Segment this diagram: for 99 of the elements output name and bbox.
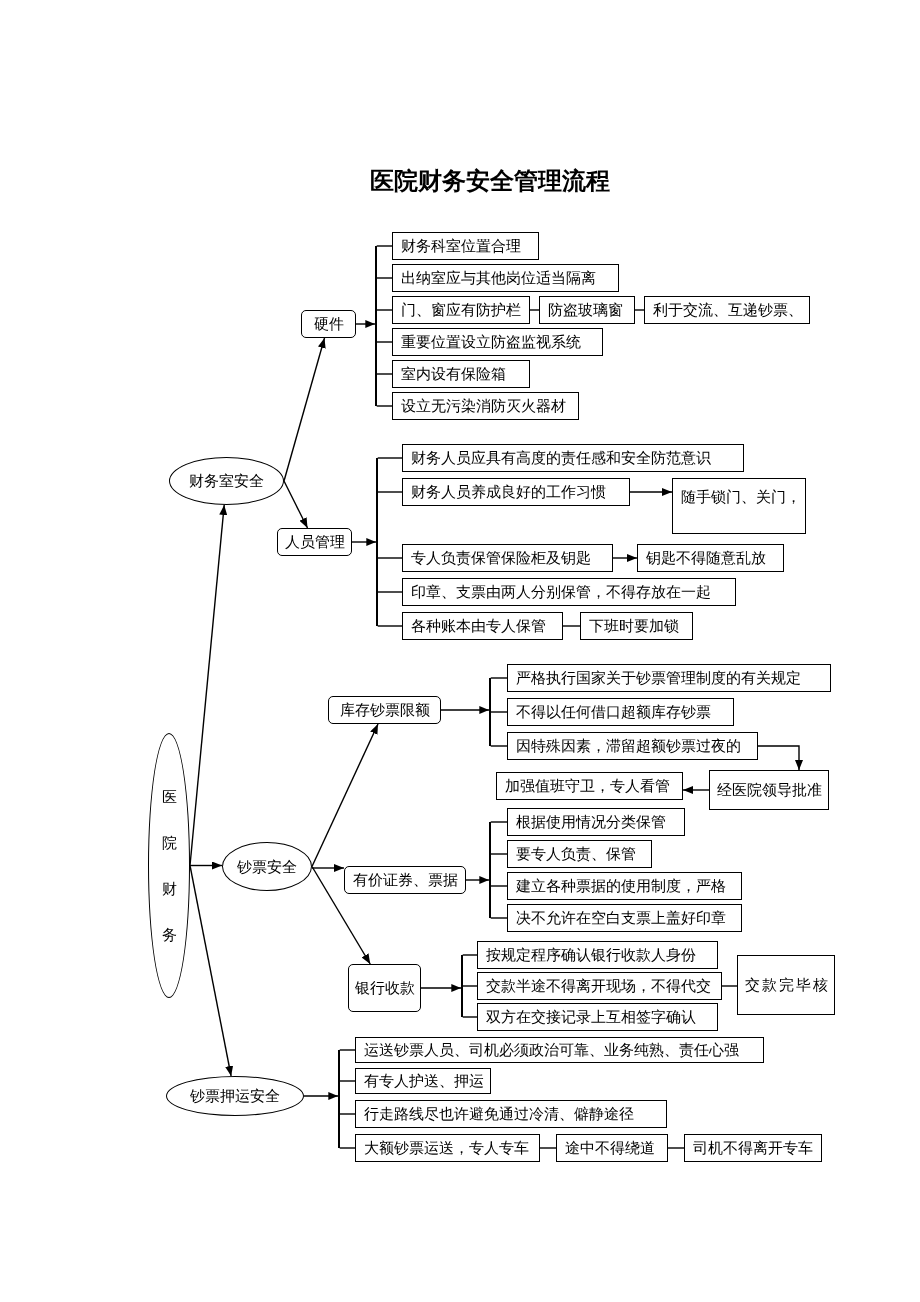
connector-line [377, 457, 403, 459]
item-box: 决不允许在空白支票上盖好印章 [507, 904, 742, 932]
connector-line [490, 677, 508, 679]
connector-line [721, 985, 738, 987]
arrow [682, 786, 710, 794]
item-box: 利于交流、互递钞票、 [644, 296, 810, 324]
connector-line [339, 1080, 356, 1082]
item-box: 室内设有保险箱 [392, 360, 530, 388]
item-box: 严格执行国家关于钞票管理制度的有关规定 [507, 664, 831, 692]
item-box: 大额钞票运送，专人专车 [355, 1134, 540, 1162]
bracket-line [338, 1050, 340, 1148]
connector-line [490, 853, 508, 855]
connector-line [376, 341, 393, 343]
arrow [440, 706, 490, 714]
topic-box: 有价证券、票据 [344, 866, 466, 894]
connector-line [339, 1049, 356, 1051]
bracket-line [489, 678, 491, 746]
item-box: 按规定程序确认银行收款人身份 [477, 941, 718, 969]
topic-ellipse: 钞票押运安全 [166, 1076, 304, 1116]
item-box: 加强值班守卫，专人看管 [496, 772, 683, 800]
arrow [351, 538, 377, 546]
arrow [629, 488, 673, 496]
connector-line [490, 885, 508, 887]
arrow [612, 554, 638, 562]
connector-line [490, 745, 508, 747]
item-box: 交款完毕核 [737, 955, 835, 1015]
connector-line [634, 309, 645, 311]
item-box: 行走路线尽也许避免通过冷清、僻静途径 [355, 1100, 667, 1128]
item-box: 随手锁门、关门， [672, 478, 806, 534]
connector-line [376, 277, 393, 279]
connector-line [490, 821, 508, 823]
bracket-line [375, 246, 377, 406]
item-box: 防盗玻璃窗 [539, 296, 635, 324]
item-box: 印章、支票由两人分别保管，不得存放在一起 [402, 578, 736, 606]
topic-ellipse: 医院财务 [148, 733, 190, 998]
connector-line [462, 954, 478, 956]
connector-line [376, 245, 393, 247]
arrow [189, 861, 223, 870]
item-box: 钥匙不得随意乱放 [637, 544, 784, 572]
connector-line [339, 1147, 356, 1149]
arrow [465, 876, 490, 884]
connector-line [377, 557, 403, 559]
connector-line [490, 917, 508, 919]
item-box: 有专人护送、押运 [355, 1068, 491, 1094]
arrow [757, 745, 803, 771]
item-box: 交款半途不得离开现场，不得代交 [477, 972, 722, 1000]
connector-line [490, 711, 508, 713]
item-box: 司机不得离开专车 [684, 1134, 822, 1162]
connector-line [562, 625, 581, 627]
item-box: 建立各种票据的使用制度，严格 [507, 872, 742, 900]
arrow [311, 864, 345, 872]
arrow [311, 865, 371, 965]
arrow [355, 320, 376, 328]
topic-box: 硬件 [301, 310, 356, 338]
connector-line [376, 405, 393, 407]
topic-ellipse: 财务室安全 [169, 457, 284, 505]
topic-box: 银行收款 [348, 964, 421, 1012]
connector-line [539, 1147, 557, 1149]
arrow [303, 1092, 339, 1100]
arrow [420, 984, 462, 992]
arrow [189, 864, 234, 1077]
bracket-line [376, 458, 378, 626]
topic-box: 库存钞票限额 [328, 696, 441, 724]
item-box: 财务人员养成良好的工作习惯 [402, 478, 630, 506]
item-box: 专人负责保管保险柜及钥匙 [402, 544, 613, 572]
item-box: 根据使用情况分类保管 [507, 808, 685, 836]
title: 医院财务安全管理流程 [369, 166, 611, 196]
connector-line [462, 1016, 478, 1018]
bracket-line [489, 822, 491, 918]
connector-line [529, 309, 540, 311]
arrow [283, 480, 309, 529]
item-box: 出纳室应与其他岗位适当隔离 [392, 264, 619, 292]
item-box: 因特殊因素，滞留超额钞票过夜的 [507, 732, 758, 760]
connector-line [376, 373, 393, 375]
item-box: 财务科室位置合理 [392, 232, 539, 260]
connector-line [376, 309, 393, 311]
item-box: 不得以任何借口超额库存钞票 [507, 698, 734, 726]
item-box: 各种账本由专人保管 [402, 612, 563, 640]
item-box: 下班时要加锁 [580, 612, 693, 640]
item-box: 重要位置设立防盗监视系统 [392, 328, 603, 356]
connector-line [377, 591, 403, 593]
item-box: 双方在交接记录上互相签字确认 [477, 1003, 718, 1031]
item-box: 门、窗应有防护栏 [392, 296, 530, 324]
connector-line [462, 985, 478, 987]
connector-line [339, 1113, 356, 1115]
connector-line [377, 625, 403, 627]
item-box: 途中不得绕道 [556, 1134, 668, 1162]
topic-ellipse: 钞票安全 [222, 842, 312, 891]
item-box: 要专人负责、保管 [507, 840, 652, 868]
connector-line [667, 1147, 685, 1149]
topic-box: 人员管理 [277, 528, 352, 556]
item-box: 设立无污染消防灭火器材 [392, 392, 579, 420]
connector-line [377, 491, 403, 493]
arrow [311, 723, 379, 868]
bracket-line [461, 955, 463, 1017]
item-box: 运送钞票人员、司机必须政治可靠、业务纯熟、责任心强 [355, 1037, 764, 1063]
arrow [283, 337, 326, 482]
item-box: 经医院领导批准 [709, 770, 829, 810]
item-box: 财务人员应具有高度的责任感和安全防范意识 [402, 444, 744, 472]
